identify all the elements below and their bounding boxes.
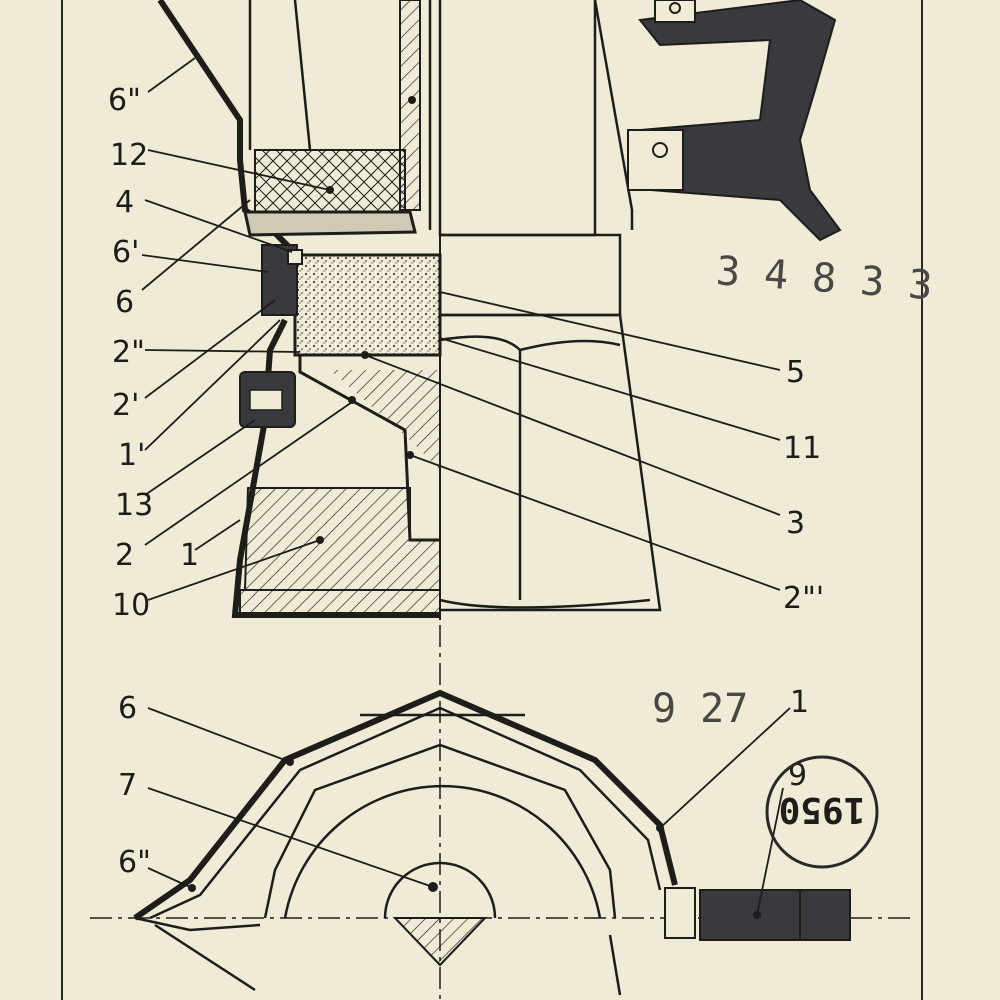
label-13: 13 [115, 488, 153, 523]
boiler-water [243, 487, 441, 591]
label-2: 2 [115, 538, 134, 573]
plan-inner-circle [283, 785, 602, 919]
coffee-maker-section-view [157, 0, 842, 620]
plan-center-tube [383, 861, 497, 919]
collar-exterior [440, 233, 622, 317]
label-4: 4 [115, 185, 134, 220]
label-12: 12 [110, 138, 148, 173]
coffee-maker-plan-view [90, 689, 910, 996]
label-b1: 1 [790, 685, 809, 720]
label-2dq: 2" [112, 335, 145, 370]
plan-inner-polygon [263, 743, 617, 919]
label-b6dq: 6" [118, 845, 151, 880]
plan-outer-octagon [133, 689, 678, 921]
upper-chamber-coffee [254, 149, 406, 216]
label-6: 6 [115, 285, 134, 320]
label-2ppp: 2"' [783, 581, 824, 616]
label-10: 10 [112, 588, 150, 623]
label-11: 11 [783, 431, 821, 466]
label-6p: 6' [112, 235, 139, 270]
top-labels: 6" 12 4 6' 6 2" 2' 1' 13 2 1 10 5 11 3 2… [108, 83, 824, 623]
label-6dq: 6" [108, 83, 141, 118]
bottom-labels: 6 7 6" 1 9 [118, 685, 809, 880]
label-1p: 1' [118, 438, 145, 473]
filter-plate [243, 210, 417, 237]
label-5: 5 [786, 355, 805, 390]
label-b7: 7 [118, 768, 137, 803]
seal-ring [765, 755, 879, 869]
top-leader-lines [141, 57, 781, 601]
label-3: 3 [786, 506, 805, 541]
label-b6: 6 [118, 691, 137, 726]
lower-exterior [440, 313, 662, 612]
handle [638, 0, 842, 242]
stamp-number-bottom: 9 27 [652, 686, 748, 732]
filter-basket [293, 253, 442, 357]
bottom-leader-lines [147, 707, 791, 916]
upper-exterior [438, 0, 597, 237]
registration-number: 3 4 8 3 3 [715, 248, 934, 309]
label-1: 1 [180, 538, 199, 573]
seal-year: 1950 [779, 789, 866, 830]
label-2p: 2' [112, 388, 139, 423]
plan-handle [699, 889, 851, 941]
plan-cross-section-wedge [392, 917, 488, 967]
round-seal: 1950 [765, 755, 879, 869]
